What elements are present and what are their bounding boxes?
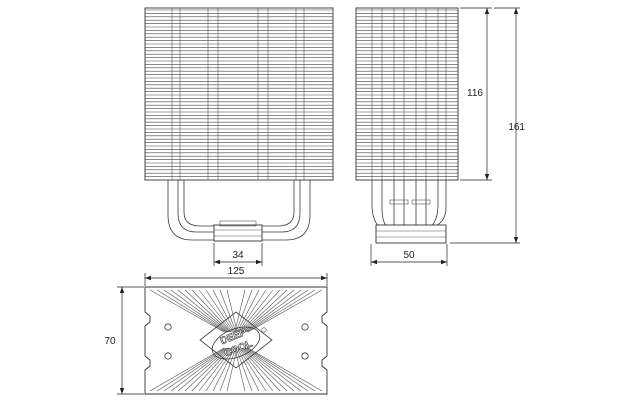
fin-line (177, 347, 229, 392)
fin-line (245, 289, 309, 333)
fin-line (246, 347, 316, 392)
mounting-holes (164, 323, 309, 360)
fin-line (235, 347, 253, 392)
fin-line (212, 347, 236, 392)
fin-line (246, 289, 316, 333)
top-depth-label: 70 (104, 336, 116, 347)
side-fin-stack (355, 7, 459, 181)
side-depth-label: 50 (403, 250, 415, 261)
side-view: 50 116 161 (355, 7, 525, 266)
fin-line (212, 289, 236, 333)
fin-line (184, 347, 231, 392)
fin-line (205, 289, 234, 333)
fin-line (156, 347, 226, 392)
fin-line (247, 347, 323, 392)
fin-line (149, 289, 225, 333)
fin-line (226, 289, 238, 333)
fin-line (205, 347, 234, 392)
top-view: DEEP COOL 125 70 (104, 266, 328, 395)
fin-height-label: 116 (467, 88, 483, 99)
front-view: 34 (144, 7, 334, 266)
front-heatpipes (167, 180, 311, 241)
total-height-dimension: 161 (450, 7, 525, 244)
side-base-block (375, 224, 447, 244)
fin-line (239, 289, 274, 333)
side-depth-dimension: 50 (370, 244, 448, 266)
fin-line (244, 289, 302, 333)
fin-line (191, 289, 232, 333)
fin-line (149, 347, 225, 392)
fin-line (247, 289, 323, 333)
fin-line (191, 347, 232, 392)
fin-line (236, 289, 260, 333)
fin-line (184, 289, 231, 333)
fin-line (243, 289, 295, 333)
fin-line (219, 289, 237, 333)
fin-line (235, 289, 253, 333)
fin-height-dimension: 116 (460, 7, 492, 181)
total-height-label: 161 (508, 122, 525, 133)
fin-line (198, 347, 233, 392)
fin-line (170, 289, 228, 333)
fin-line (219, 347, 237, 392)
front-fin-stack (144, 7, 334, 181)
fin-line (240, 347, 281, 392)
fin-line (156, 289, 226, 333)
top-width-dimension: 125 (144, 266, 328, 286)
fin-line (240, 289, 281, 333)
fin-line (170, 347, 228, 392)
top-width-label: 125 (228, 266, 245, 277)
side-fins (356, 9, 458, 177)
fin-line (236, 347, 260, 392)
fin-line (226, 347, 238, 392)
front-fin-rails (171, 8, 305, 180)
fin-line (163, 289, 227, 333)
front-base-block (213, 220, 263, 242)
fin-line (244, 347, 302, 392)
fin-line (198, 289, 233, 333)
fin-line (245, 347, 309, 392)
fin-line (234, 289, 246, 333)
top-depth-dimension: 70 (104, 286, 144, 395)
fin-line (241, 347, 288, 392)
top-fin-rays (149, 289, 323, 392)
fin-line (234, 347, 246, 392)
fin-line (241, 289, 288, 333)
fin-line (239, 347, 274, 392)
fin-line (243, 347, 295, 392)
front-fins (145, 9, 333, 177)
side-fin-rails (371, 8, 447, 180)
fin-line (238, 289, 267, 333)
base-width-label: 34 (232, 250, 244, 261)
fin-line (163, 347, 227, 392)
fin-line (177, 289, 229, 333)
top-center-ellipse (199, 311, 273, 369)
base-width-dimension: 34 (213, 243, 263, 266)
